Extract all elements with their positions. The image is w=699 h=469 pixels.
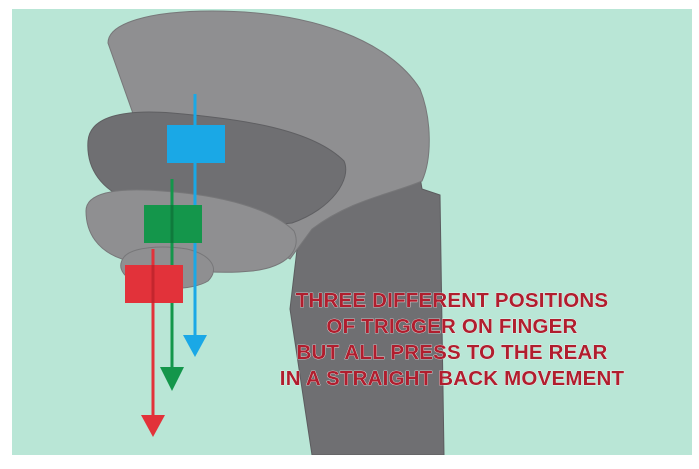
blue-trigger-arrow-head — [183, 335, 207, 357]
green-trigger-arrow-head — [160, 367, 184, 391]
caption-line-2: OF TRIGGER ON FINGER — [326, 315, 578, 339]
red-trigger-arrow-head — [141, 415, 165, 437]
diagram-caption: THREE DIFFERENT POSITIONS OF TRIGGER ON … — [234, 288, 670, 392]
caption-line-4: IN A STRAIGHT BACK MOVEMENT — [279, 367, 625, 391]
caption-line-1: THREE DIFFERENT POSITIONS — [295, 289, 609, 313]
hand-illustration — [85, 10, 445, 455]
diagram-scene: THREE DIFFERENT POSITIONS OF TRIGGER ON … — [12, 9, 692, 455]
caption-line-3: BUT ALL PRESS TO THE REAR — [296, 341, 608, 365]
